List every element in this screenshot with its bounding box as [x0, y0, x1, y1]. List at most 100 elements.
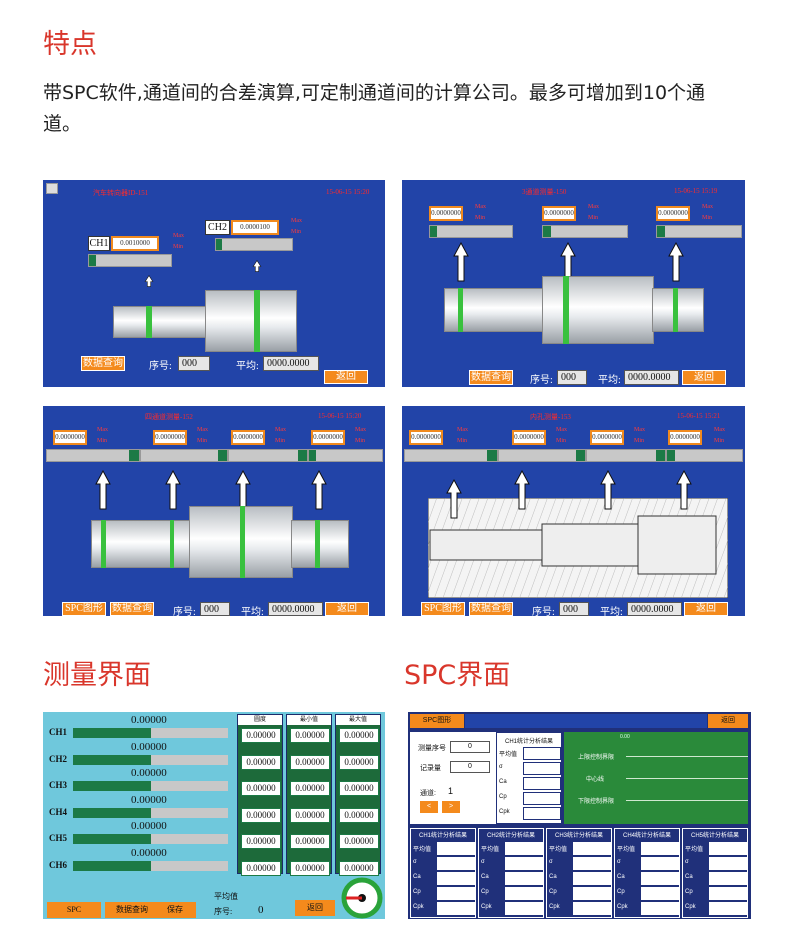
ch3-gauge: [656, 225, 742, 238]
up-arrow-icon: [311, 470, 327, 510]
stat-value-field: [523, 792, 561, 805]
measure-point: [240, 506, 245, 578]
stat-row: 平均值: [481, 842, 543, 856]
stat-value-field: [523, 777, 561, 790]
dial-gauge-icon: [341, 877, 383, 919]
prev-channel-button[interactable]: <: [420, 801, 438, 813]
back-button[interactable]: 返回: [684, 602, 728, 616]
measure-point: [315, 520, 320, 568]
channel-stats-panel: CH5统计分析结果 平均值 σ Ca Cp Cpk: [682, 828, 748, 918]
up-arrow-icon: [453, 242, 469, 282]
avg-label: 平均:: [600, 607, 623, 616]
channel-value: 0.00000: [131, 714, 167, 726]
stat-label: Cpk: [617, 904, 628, 910]
spc-button[interactable]: SPC图形: [62, 602, 106, 616]
up-arrow-icon: [235, 470, 251, 510]
channel-gauge-fill: [73, 728, 151, 738]
lower-limit-line: [626, 800, 748, 801]
stat-cell: 0.00000: [241, 754, 281, 770]
stat-label: 平均值: [617, 847, 636, 853]
channel-name: CH5: [49, 833, 67, 843]
back-button[interactable]: 返回: [325, 602, 369, 616]
query-button[interactable]: 数据查询: [469, 370, 513, 385]
measure-point: [563, 276, 569, 344]
query-button[interactable]: 数据查询: [105, 902, 159, 918]
stat-cell: 0.00000: [241, 728, 281, 743]
back-button[interactable]: 返回: [295, 900, 335, 916]
measure-section-title: 测量界面: [43, 660, 151, 691]
ch3-value: 0.0000000: [656, 206, 690, 221]
stat-row: σ: [617, 857, 679, 871]
stat-row: Ca: [499, 777, 561, 791]
stat-value-field: [437, 842, 475, 855]
screen-time: 15-06-15 15:21: [677, 412, 721, 420]
shaft-large: [205, 290, 297, 352]
stat-cell: 0.00000: [290, 834, 330, 849]
spc-button[interactable]: SPC: [47, 902, 101, 918]
next-channel-button[interactable]: >: [442, 801, 460, 813]
stat-row: 平均值: [685, 842, 747, 856]
query-button[interactable]: 数据查询: [110, 602, 154, 616]
stat-cell: 0.00000: [339, 781, 379, 796]
up-arrow-icon: [144, 275, 154, 287]
ch2-gauge: [542, 225, 628, 238]
ch2-value: 0.0000000: [542, 206, 576, 221]
ch1-value: 0.0000000: [429, 206, 463, 221]
stat-value-field: [709, 887, 747, 900]
spc-tab[interactable]: SPC图形: [410, 714, 464, 728]
seq-label: 序号:: [173, 607, 196, 616]
count-label: 记录量: [420, 765, 441, 772]
stat-row: 平均值: [617, 842, 679, 856]
stat-row: Cp: [617, 887, 679, 901]
channel-value: 0.00000: [131, 820, 167, 832]
save-button[interactable]: 保存: [154, 902, 196, 918]
stat-row: Cp: [481, 887, 543, 901]
query-button[interactable]: 数据查询: [469, 602, 513, 616]
seq-label: 序号:: [530, 375, 553, 386]
stat-cell: 0.00000: [290, 860, 330, 876]
stat-label: Ca: [499, 779, 507, 785]
stat-cell: 0.00000: [290, 754, 330, 770]
spc-button[interactable]: SPC图形: [421, 602, 465, 616]
back-button[interactable]: 返回: [682, 370, 726, 385]
ch3-value: 0.0000000: [590, 430, 624, 445]
back-button[interactable]: 返回: [324, 370, 368, 384]
ch2-gauge-fill: [543, 226, 551, 237]
up-arrow-icon: [668, 242, 684, 282]
stat-label: 平均值: [499, 752, 518, 758]
stat-value-field: [505, 887, 543, 900]
measure-screen: 0.00000 CH1 0.00000 CH2 0.00000 CH3: [43, 712, 385, 919]
column-header: 最小值: [287, 715, 331, 725]
stat-label: Cp: [499, 794, 507, 800]
query-button[interactable]: 数据查询: [81, 356, 125, 371]
stat-row: Ca: [413, 872, 475, 886]
ch2-value: 0.0000100: [231, 220, 279, 235]
shaft-left: [91, 520, 191, 568]
channel-name: CH1: [49, 727, 67, 737]
column-header: 最大值: [336, 715, 380, 725]
ch3-gauge-fill: [657, 226, 665, 237]
ch3-gauge-fill: [656, 450, 665, 461]
stat-value-field: [505, 857, 543, 870]
stat-value-field: [709, 857, 747, 870]
stat-value-field: [641, 842, 679, 855]
stat-row: Cpk: [617, 902, 679, 916]
avg-value: 0000.0000: [263, 356, 319, 371]
channel-value: 0.00000: [131, 846, 167, 859]
seq-value: 0: [450, 741, 490, 753]
seq-label: 序号:: [214, 907, 233, 916]
stat-label: Ca: [685, 874, 693, 880]
measure-point: [458, 288, 463, 332]
stat-row: Cp: [499, 792, 561, 806]
stat-label: Ca: [413, 874, 421, 880]
up-arrow-icon: [514, 470, 530, 510]
stat-value-field: [641, 902, 679, 915]
back-button[interactable]: 返回: [708, 714, 748, 728]
stat-row: 平均值: [549, 842, 611, 856]
